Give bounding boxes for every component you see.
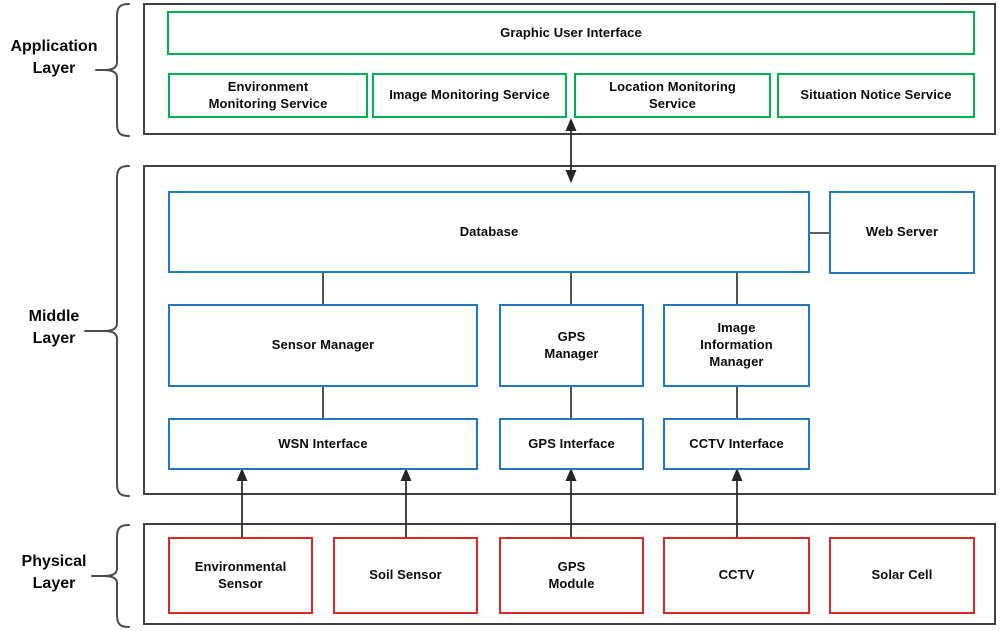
gps-module-box: GPS Module xyxy=(499,537,644,614)
situation-notice-service-box: Situation Notice Service xyxy=(777,73,975,118)
image-information-manager-box: Image Information Manager xyxy=(663,304,810,387)
application-layer-label: Application Layer xyxy=(10,38,98,77)
gps-manager-box: GPS Manager xyxy=(499,304,644,387)
soil-sensor-box: Soil Sensor xyxy=(333,537,478,614)
database-box: Database xyxy=(168,191,810,273)
location-monitoring-service-box: Location Monitoring Service xyxy=(574,73,771,118)
middle-layer-label: Middle Layer xyxy=(28,308,80,347)
physical-layer-label: Physical Layer xyxy=(21,553,87,592)
wsn-interface-box: WSN Interface xyxy=(168,418,478,470)
solar-cell-box: Solar Cell xyxy=(829,537,975,614)
cctv-box: CCTV xyxy=(663,537,810,614)
environmental-sensor-box: Environmental Sensor xyxy=(168,537,313,614)
cctv-interface-box: CCTV Interface xyxy=(663,418,810,470)
environment-monitoring-service-box: Environment Monitoring Service xyxy=(168,73,368,118)
gps-interface-box: GPS Interface xyxy=(499,418,644,470)
image-monitoring-service-box: Image Monitoring Service xyxy=(372,73,567,118)
sensor-manager-box: Sensor Manager xyxy=(168,304,478,387)
physical-layer-container xyxy=(143,523,996,625)
graphic-user-interface-box: Graphic User Interface xyxy=(167,11,975,55)
middle-layer-container xyxy=(143,165,996,495)
application-layer-container xyxy=(143,3,996,135)
web-server-box: Web Server xyxy=(829,191,975,274)
